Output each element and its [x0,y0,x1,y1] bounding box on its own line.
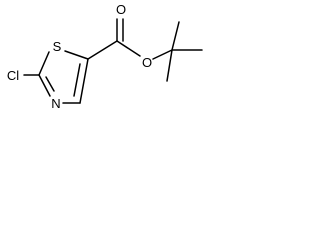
atom-label-carbonyl-oxygen: O [116,2,126,17]
atom-label-chlorine: Cl [7,68,19,83]
chemical-structure: Cl S N O O [7,2,203,111]
bond-c2-s1 [38,51,50,76]
bond-c2-n3 [38,74,51,97]
atom-label-ester-oxygen: O [142,55,152,70]
bond-c4-c5 [79,58,89,104]
bond-quaternary-methyl-bottom [166,49,173,82]
bond-carbonyl-ester-o [116,40,141,57]
bond-c5-carbonyl [87,40,118,60]
atom-label-nitrogen: N [51,96,60,111]
bond-ester-o-quaternary-c [152,49,173,60]
bond-quaternary-methyl-top [171,21,180,51]
bond-c4-c5-inner [73,63,81,97]
atom-label-sulfur: S [53,39,62,54]
bond-c2-n3-inner [45,76,55,92]
bond-s1-c5 [64,50,89,60]
